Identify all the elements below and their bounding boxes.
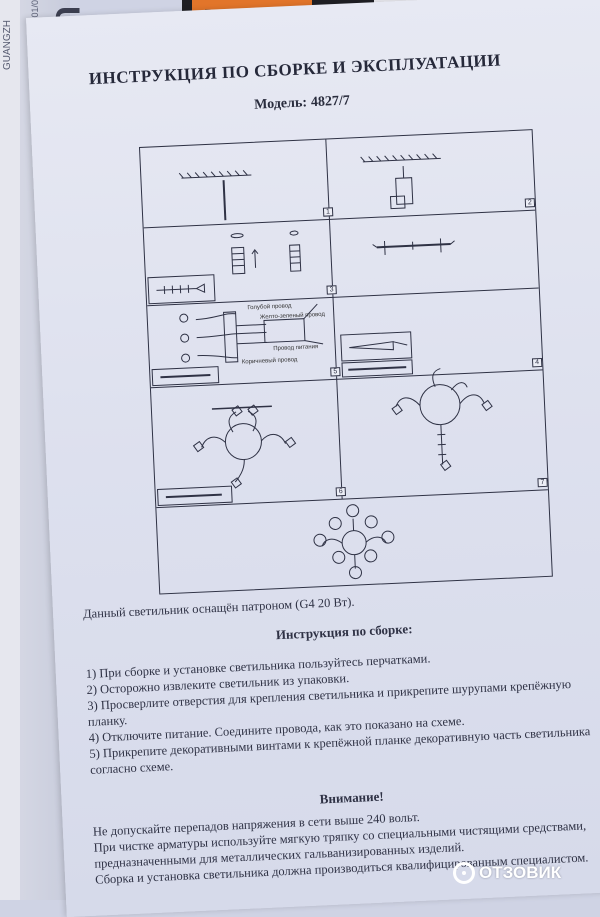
panel-number-6: 6 [335, 486, 346, 497]
instruction-sheet: ИНСТРУКЦИЯ ПО СБОРКЕ И ЭКСПЛУАТАЦИИ Моде… [26, 0, 600, 917]
panel-number-5: 5 [330, 367, 341, 377]
panel-number-7: 7 [537, 477, 548, 488]
model-value: 4827/7 [310, 93, 351, 111]
assembly-diagram-drawing [143, 139, 548, 580]
otzovik-logo-icon [453, 862, 475, 884]
watermark-text: ОТЗОВИК [479, 863, 562, 882]
panel-number-3: 3 [326, 285, 337, 295]
document-title: ИНСТРУКЦИЯ ПО СБОРКЕ И ЭКСПЛУАТАЦИИ [88, 50, 502, 89]
background-side-text: GUANGZH [2, 20, 13, 70]
background-left-strip [0, 0, 20, 900]
model-label: Модель: [253, 95, 308, 113]
assembly-diagram: 1 2 3 4 5 6 7 Голубой провод Желто-зелен… [138, 129, 553, 595]
panel-number-1: 1 [322, 207, 334, 217]
panel-number-2: 2 [524, 198, 536, 208]
model-line: Модель:4827/7 [250, 93, 350, 114]
panel-number-4: 4 [531, 357, 543, 368]
watermark: ОТЗОВИК [453, 858, 593, 888]
assembly-steps: 1) При сборке и установке светильника по… [85, 642, 600, 777]
